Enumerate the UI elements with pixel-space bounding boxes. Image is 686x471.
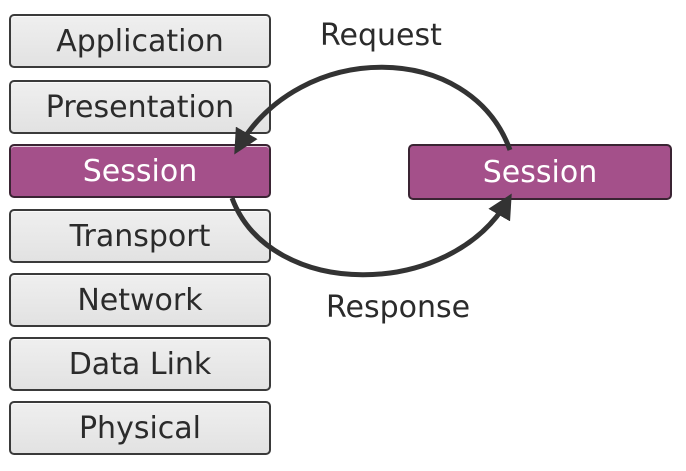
layer-network: Network [9, 273, 271, 327]
layer-label: Transport [69, 218, 211, 254]
layer-transport: Transport [9, 209, 271, 263]
layer-label: Network [77, 282, 203, 318]
request-arrow [234, 64, 513, 155]
remote-session-box: Session [408, 144, 672, 200]
response-arrow [229, 193, 512, 278]
layer-session: Session [9, 144, 271, 198]
layer-presentation: Presentation [9, 80, 271, 134]
layer-application: Application [9, 14, 271, 68]
layer-label: Data Link [68, 346, 212, 382]
layer-data-link: Data Link [9, 337, 271, 391]
layer-label: Session [82, 153, 198, 189]
request-label: Request [320, 18, 442, 53]
layer-label: Physical [78, 410, 202, 446]
layer-physical: Physical [9, 401, 271, 455]
layer-label: Presentation [45, 89, 235, 125]
remote-session-label: Session [482, 154, 598, 190]
layer-label: Application [56, 23, 224, 59]
response-label: Response [326, 290, 471, 325]
